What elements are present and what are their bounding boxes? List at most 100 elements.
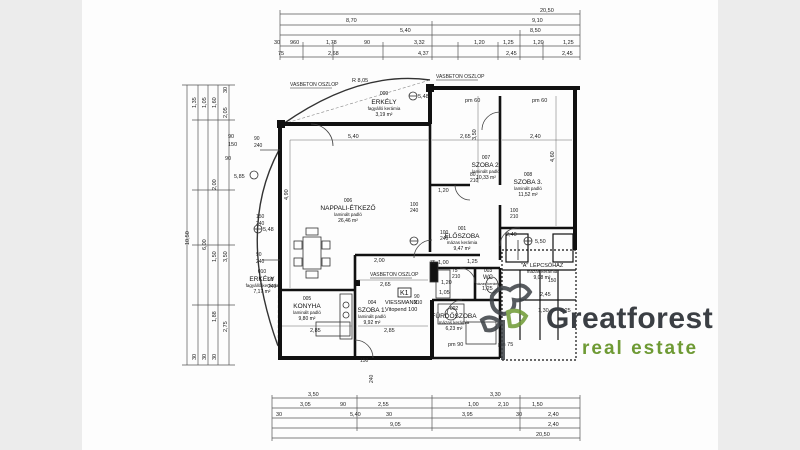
boiler-model: Vitopend 100 xyxy=(385,307,417,313)
dim-text: 2,45 xyxy=(562,51,573,57)
room-name: FÜRDŐSZOBA xyxy=(431,311,477,320)
dim-text: 240 xyxy=(440,236,449,242)
boiler-tag: K1 VIESSMANN Vitopend 100 xyxy=(385,287,417,313)
room-area: 10,33 m² xyxy=(476,175,496,181)
interior-walls xyxy=(280,96,575,360)
dim-text: 2,85 xyxy=(384,328,395,334)
dim-text: 75 xyxy=(430,260,436,266)
dim-text: 90 xyxy=(414,294,420,300)
dim-text: 2,65 xyxy=(380,282,391,288)
dim-text: 2,40 xyxy=(548,412,559,418)
dim-text: 1,78 xyxy=(326,40,337,46)
level-label: 5,48 xyxy=(263,227,274,233)
dim-text: 210 xyxy=(414,300,423,306)
inner-dimension-texts: 5,40 2,65 2,40 3,50 4,60 4,90 2,40 1,20 … xyxy=(284,129,571,334)
dim-text: 30 xyxy=(274,40,280,46)
dim-text: 20,50 xyxy=(540,8,554,14)
room-floor: mázas kerámia xyxy=(447,240,478,245)
dim-text: 240 xyxy=(256,259,265,265)
level-label: 5,48 xyxy=(418,94,429,100)
dim-text: 10,50 xyxy=(185,231,191,245)
dim-text: 6,00 xyxy=(202,239,208,250)
dim-text: 2,55 xyxy=(378,402,389,408)
room-name: ELŐSZOBA xyxy=(444,231,480,240)
room-009: 009 ERKÉLY fagyálló kerámia 3,19 m² xyxy=(368,91,401,118)
room-name: WC xyxy=(483,275,494,281)
room-number: 008 xyxy=(524,172,533,178)
room-number: 003 xyxy=(484,268,493,274)
column-label: VASBETON OSZLOP xyxy=(436,74,485,80)
dim-text: 240 xyxy=(256,221,265,227)
dim-text: 2,75 xyxy=(223,321,229,332)
dim-text: 20,50 xyxy=(536,432,550,438)
dim-text: 150 xyxy=(228,142,237,148)
level-markers xyxy=(249,91,533,260)
dim-text: pm 60 xyxy=(532,98,547,104)
dim-text: 1,25 xyxy=(467,259,478,265)
dim-text: 100 xyxy=(440,230,449,236)
dim-text: 2,45 xyxy=(506,51,517,57)
dim-text: 8,50 xyxy=(530,28,541,34)
dim-text: 1,20 xyxy=(474,40,485,46)
dim-text: 30 xyxy=(386,412,392,418)
dim-text: 240 xyxy=(268,284,277,290)
furniture xyxy=(293,227,499,345)
room-name: KONYHA xyxy=(293,303,321,310)
bottom-dimension-texts: 3,50 3,30 3,05 90 2,55 1,00 2,10 1,50 30… xyxy=(276,392,559,438)
dim-text: 2,00 xyxy=(374,258,385,264)
dim-text: pm 90 xyxy=(448,342,463,348)
exterior-walls xyxy=(278,86,580,360)
dim-text: 1,25 xyxy=(482,286,493,292)
dim-text: 210 xyxy=(452,274,461,280)
boiler-code: K1 xyxy=(400,290,409,297)
dim-text: 1,30 xyxy=(538,308,549,314)
room-number: 006 xyxy=(344,198,353,204)
dim-text: 240 xyxy=(254,143,263,149)
room-006: 006 NAPPALI-ÉTKEZŐ laminált padló 26,46 … xyxy=(320,198,375,224)
dim-text: 90 xyxy=(256,252,262,258)
dim-text: 2,05 xyxy=(223,107,229,118)
dim-text: 75 xyxy=(452,268,458,274)
dim-text: 3,05 xyxy=(300,402,311,408)
dim-text: 3,50 xyxy=(472,129,478,140)
right-letterbox xyxy=(718,0,800,450)
dim-text: 30 xyxy=(192,354,198,360)
room-name: ERKÉLY xyxy=(371,97,397,106)
opening-size-texts: 150 240 90 240 100 240 90 240 100 240 10… xyxy=(254,136,557,383)
room-008: 008 SZOBA 3. laminált padló 11,52 m² xyxy=(514,172,543,198)
room-floor: mázas kerámia xyxy=(439,320,470,325)
dim-text: 150 xyxy=(360,358,369,364)
room-number: 005 xyxy=(303,296,312,302)
dim-text: 2,45 xyxy=(540,292,551,298)
room-floor: mázas kerámia xyxy=(474,281,502,286)
room-area: 6,23 m² xyxy=(446,326,463,332)
dim-text: 5,40 xyxy=(400,28,411,34)
inner-dimension-lines xyxy=(282,96,572,327)
top-dimension-chains xyxy=(279,10,581,60)
dim-text: pm 60 xyxy=(465,98,480,104)
dim-text: 3,30 xyxy=(490,392,501,398)
dim-text: 1,20 xyxy=(441,280,452,286)
dim-text: 150 xyxy=(256,214,265,220)
dim-text: 4,60 xyxy=(550,151,556,162)
room-floor: laminált padló xyxy=(472,169,500,174)
dim-text: 3,32 xyxy=(414,40,425,46)
watermark-subtitle: real estate xyxy=(582,338,699,359)
room-004: 004 SZOBA 1. laminált padló 9,92 m² xyxy=(358,300,387,326)
dim-text: 1,50 xyxy=(532,402,543,408)
room-name: SZOBA 2. xyxy=(472,162,501,169)
dim-text: 1,05 xyxy=(439,290,450,296)
structure-labels: VASBETON OSZLOP VASBETON OSZLOP VASBETON… xyxy=(290,74,485,279)
room-floor: fagyálló kerámia xyxy=(368,106,401,111)
dim-text: 1,25 xyxy=(563,40,574,46)
room-area: 9,08 m² xyxy=(534,275,551,281)
room-name: SZOBA 1. xyxy=(358,307,387,314)
room-area: 9,80 m² xyxy=(299,316,316,322)
room-number: 004 xyxy=(368,300,377,306)
floor-plan-drawing: 20,50 8,70 9,10 5,40 8,50 30 960 1,78 90… xyxy=(182,8,581,441)
dim-text: 2,10 xyxy=(498,402,509,408)
dim-text: 1,20 xyxy=(438,188,449,194)
room-003: 003 WC mázas kerámia xyxy=(474,268,502,286)
room-area: 11,52 m² xyxy=(518,192,538,198)
dim-text: 90 xyxy=(364,40,370,46)
